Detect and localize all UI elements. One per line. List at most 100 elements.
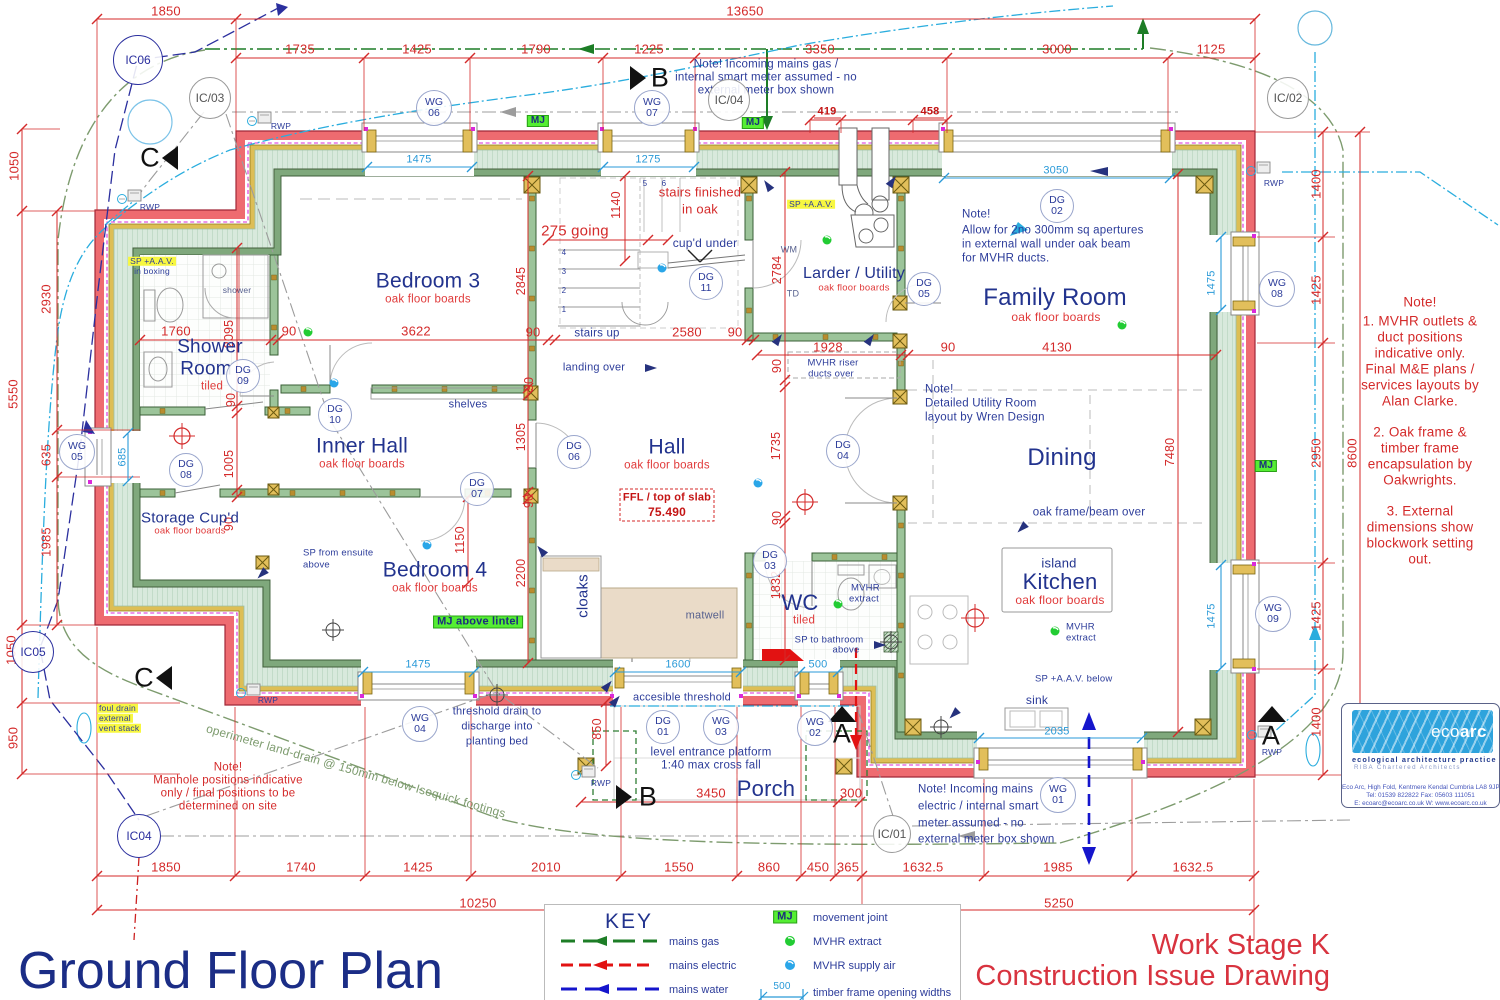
note-right: Alan Clarke. [1382, 393, 1458, 409]
room-label: Bedroom 3 [375, 269, 481, 293]
room-sub: tiled [200, 380, 224, 393]
ic06-marker: IC06 [113, 35, 163, 85]
dim-left: 5550 [5, 379, 21, 409]
marker-line2: 07 [471, 488, 483, 500]
dim-right: 1425 [1308, 601, 1324, 631]
rwp-label: RWP [139, 201, 161, 212]
stair-number: 5 [642, 179, 648, 188]
note-sp: SP +A.A.V. below [1035, 673, 1113, 685]
dim-top: 419 [817, 105, 837, 118]
section-letter: B [650, 62, 670, 93]
dim-top: 1790 [521, 41, 551, 57]
section-letter: A [832, 718, 852, 749]
windows [84, 118, 1260, 780]
room-sub: oak floor boards [154, 525, 226, 537]
room-sub: oak floor boards [1015, 593, 1105, 607]
note-threshold: discharge into [461, 720, 533, 733]
note-riser: MVHR riser [807, 357, 859, 369]
key-label-tf: timber frame opening widths [813, 987, 952, 999]
opening-dim: 3050 [1043, 164, 1069, 177]
note-right: 3. External [1386, 503, 1454, 519]
ecoarc-logo: ecoarc ecological architecture practice … [1341, 703, 1500, 808]
note-stairs: in oak [682, 201, 718, 217]
sp-label: SP +A.A.V. [128, 255, 176, 266]
fixture-label: matwell [685, 609, 725, 622]
room-label: Shower [177, 336, 243, 358]
stair-number: 3 [561, 267, 567, 276]
dim-bottom: 1550 [664, 859, 694, 875]
porch-post-zones [592, 730, 868, 801]
opening-dim: 2035 [1044, 725, 1070, 738]
dim-bottom: 1740 [286, 859, 316, 875]
dim-right: 2950 [1308, 438, 1324, 468]
marker-line1: IC/03 [195, 90, 225, 105]
key-label-supply: MVHR supply air [813, 960, 896, 972]
fixture-label: sink [1025, 693, 1049, 707]
dim-int: 90 [223, 392, 238, 408]
stair-number: 2 [561, 286, 567, 295]
dim-top: 458 [920, 105, 940, 118]
note-manhole: Manhole positions indicative [153, 774, 303, 787]
dim-bottom: 1850 [151, 859, 181, 875]
marker-line2: 06 [568, 451, 580, 463]
ic/04-marker: IC/04 [708, 79, 750, 121]
note-apertures: Allow for 2no 300mm sq apertures [962, 224, 1144, 237]
dim-int: 1140 [608, 191, 623, 219]
ffl-label: FFL / top of slab [622, 491, 712, 504]
note-riser: ducts over [808, 368, 854, 380]
exterior-walls [94, 130, 1256, 778]
marker-line1: WG [1267, 276, 1287, 289]
marker-line2: 02 [809, 727, 821, 739]
dim-int: 3450 [696, 785, 726, 801]
dim-int: 2200 [513, 558, 528, 588]
marker-line1: DG [178, 457, 194, 470]
marker-line2: 04 [837, 450, 849, 462]
note-beam: oak frame/beam over [1032, 506, 1146, 519]
marker-line2: 01 [657, 726, 669, 738]
dim-int: 7480 [1162, 437, 1177, 467]
dim-int: 1150 [452, 526, 467, 554]
dim-right: 1400 [1308, 707, 1324, 737]
fixture-label: TD [786, 288, 800, 299]
opening-dims [122, 161, 1227, 744]
note-right: timber frame [1380, 440, 1460, 456]
dim-int: 4130 [1042, 339, 1072, 355]
opening-dim: 1600 [665, 658, 691, 671]
note-threshold: accesible threshold [633, 691, 731, 704]
drawing-title: Ground Floor Plan [18, 942, 443, 1000]
key-label-mj: movement joint [813, 912, 888, 924]
dim-top: 1850 [151, 3, 181, 19]
dim-left: 950 [5, 726, 21, 750]
stamp-line1: Work Stage K [1151, 929, 1330, 961]
dim-int: 3622 [401, 323, 431, 339]
mains-electric [762, 648, 862, 750]
note-apertures: Note! [962, 208, 991, 221]
room-sub: oak floor boards [1011, 310, 1101, 324]
marker-line2: 05 [71, 451, 83, 463]
foul-label: external [97, 712, 133, 723]
room-label: Kitchen [1022, 569, 1098, 594]
logo-art: ecoarc [1352, 710, 1493, 753]
note-right: indicative only. [1374, 345, 1466, 361]
note-right: services layouts by [1361, 377, 1479, 393]
dim-top: 3350 [805, 41, 835, 57]
marker-line1: IC05 [20, 644, 46, 659]
dim-top: 1425 [402, 41, 432, 57]
note-mvhr: extract [849, 593, 879, 605]
note-sp: SP from ensuite [303, 547, 374, 559]
mj-label: MJ [741, 117, 765, 129]
room-sub: oak floor boards [319, 458, 405, 471]
stairs-label: stairs up [574, 327, 620, 340]
note-porch: level entrance platform [650, 746, 772, 759]
symbols [117, 111, 1272, 941]
marker-line2: 11 [700, 282, 712, 294]
note-sp: SP to bathroom [794, 634, 864, 646]
